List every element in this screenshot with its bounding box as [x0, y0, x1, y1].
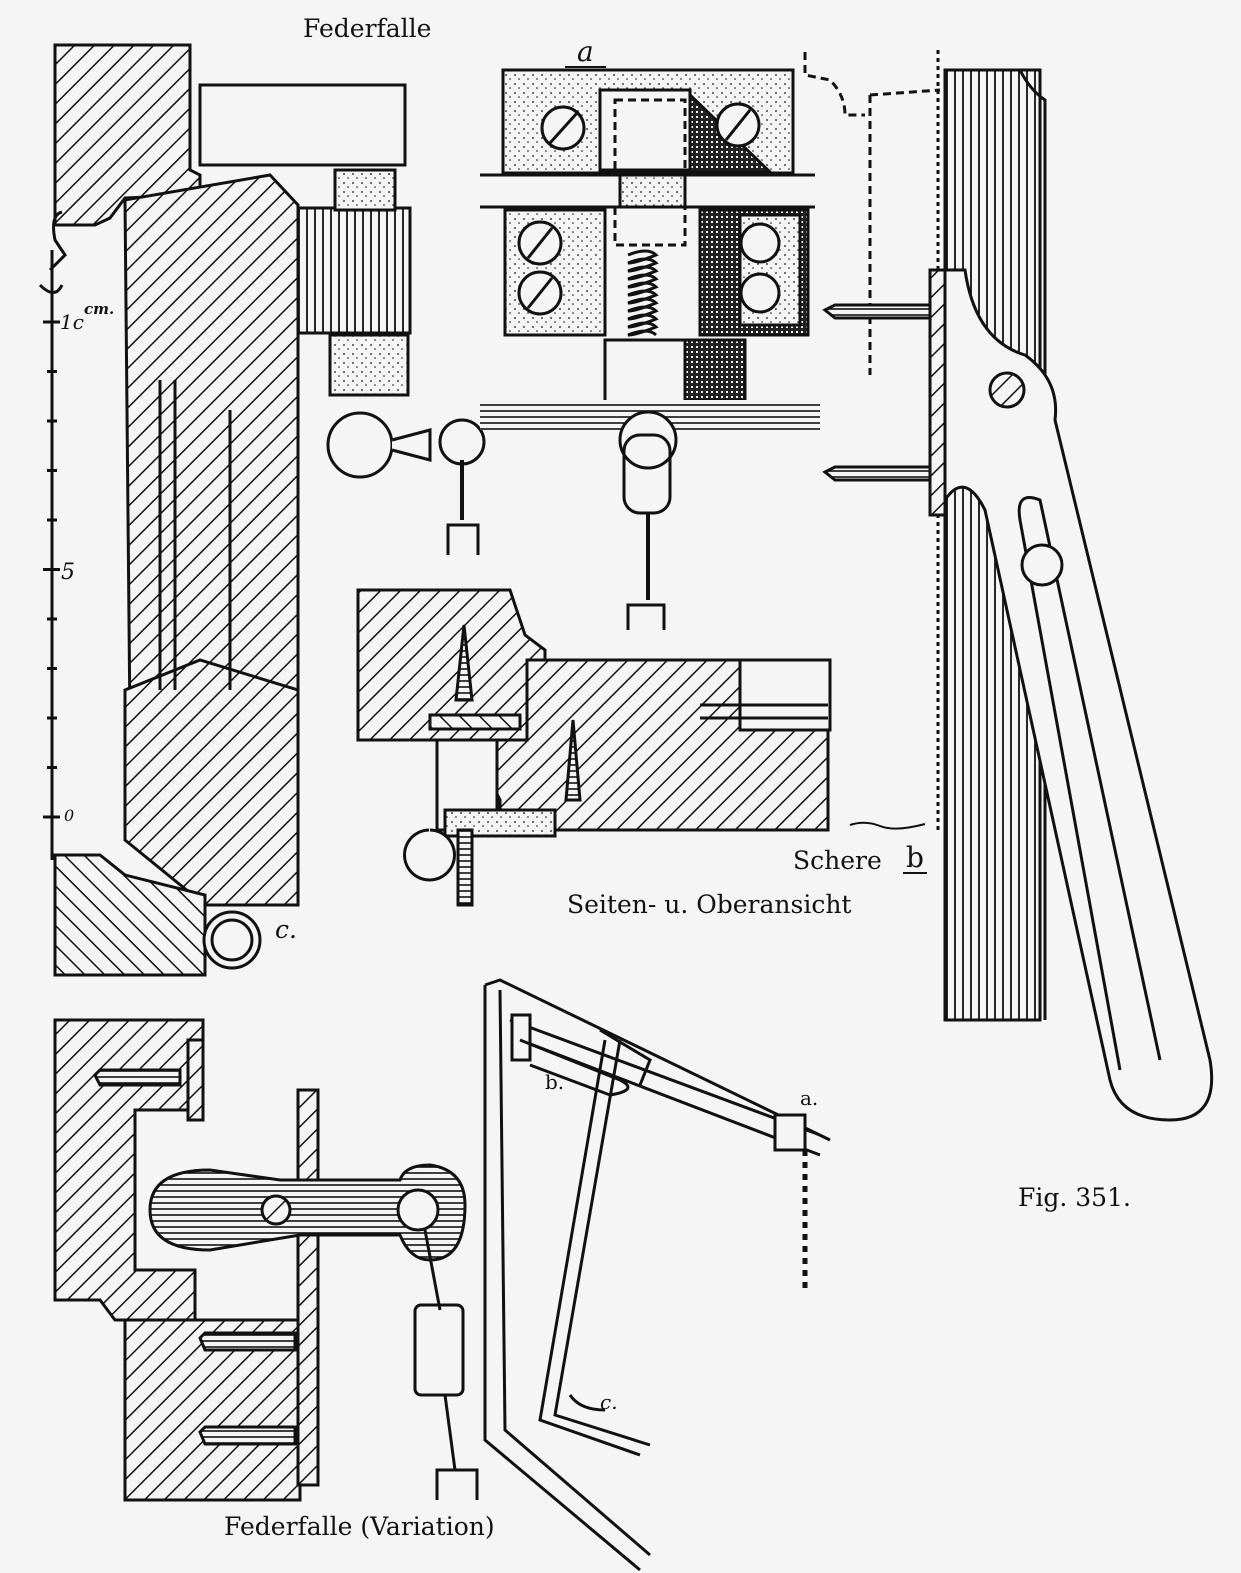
wood-screw: [198, 1425, 297, 1446]
label-seiten-oberansicht: Seiten- u. Oberansicht: [567, 890, 852, 919]
scale-ticks: [43, 320, 60, 819]
latch-bolt-top: [333, 168, 397, 212]
screw: [739, 272, 781, 314]
frame-section: [123, 173, 300, 727]
label-b: b: [903, 844, 927, 874]
frame-section-lower: [123, 658, 300, 907]
wood-screw: [822, 303, 932, 320]
label-c: c.: [275, 915, 297, 944]
wood-screw: [93, 1068, 182, 1087]
coil-spring: [627, 249, 659, 337]
perspective-window: [483, 978, 831, 1572]
perspective-label-b: b.: [545, 1070, 565, 1094]
title-federfalle-variation: Federfalle (Variation): [224, 1512, 495, 1541]
schere-b: [803, 50, 1214, 1122]
latch-housing: [296, 206, 412, 335]
wall-lower-section: [53, 853, 207, 977]
chain-hook: [446, 523, 480, 555]
ball-knob-side: [403, 828, 456, 882]
label-a: a: [565, 38, 606, 68]
scale-unit-label: cm.: [84, 300, 115, 318]
latch-body: [328, 333, 410, 397]
perspective-label-c: c.: [600, 1390, 618, 1414]
window-frame: [483, 978, 831, 1572]
latch-plate: [198, 83, 407, 167]
wood-screw: [198, 1331, 297, 1352]
screw: [739, 222, 781, 264]
federfalle-variation: [53, 1018, 479, 1502]
window-sash: [538, 1039, 651, 1457]
ball-knob: [326, 411, 394, 479]
pivot-screw: [988, 371, 1026, 409]
title-federfalle: Federfalle: [303, 14, 432, 43]
figure-number: Fig. 351.: [1018, 1183, 1131, 1212]
scissor-arm: [943, 268, 1214, 1122]
side-top-view: [356, 588, 832, 907]
scale-bar: [38, 210, 67, 860]
scale-label-10: 1c: [60, 310, 84, 334]
federfalle-section: [53, 43, 486, 977]
front-view-a: [480, 68, 820, 630]
wood-screw: [822, 465, 932, 482]
perspective-label-a: a.: [800, 1086, 819, 1110]
scale-ornament: [38, 210, 67, 294]
chain: [413, 1229, 479, 1500]
scale-label-0: 0: [64, 806, 75, 825]
label-schere: Schere: [793, 846, 882, 875]
scale-label-5: 5: [61, 560, 75, 585]
